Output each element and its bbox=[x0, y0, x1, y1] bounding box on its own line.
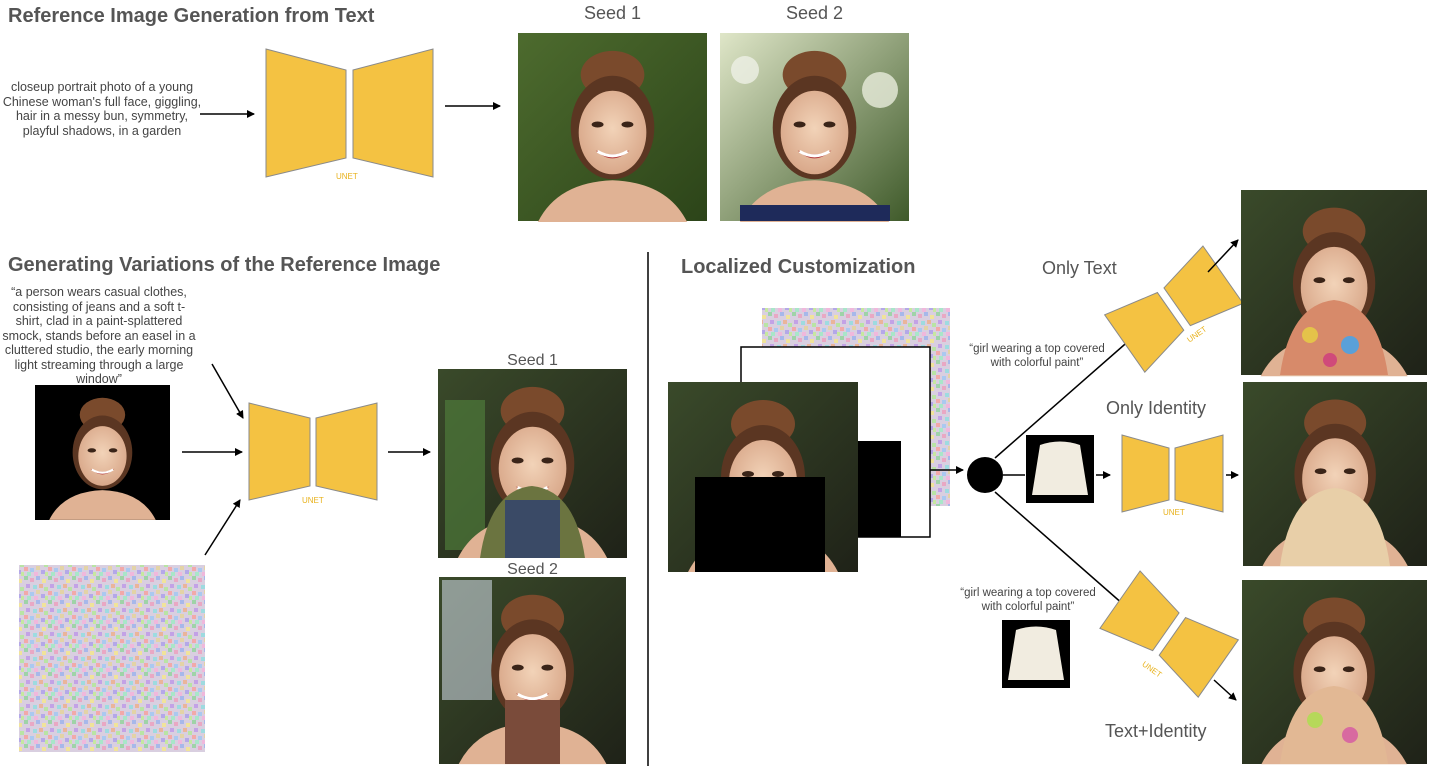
arrow-prompt-to-unet-var bbox=[211, 363, 244, 419]
output-only-text-image bbox=[1241, 190, 1427, 378]
top-seed2-label: Seed 2 bbox=[785, 3, 844, 23]
variations-seed1-label: Seed 1 bbox=[507, 352, 558, 369]
localized-section-title: Localized Customization bbox=[681, 256, 916, 278]
output-only-identity-image bbox=[1243, 382, 1427, 568]
unet-only-identity bbox=[1121, 434, 1224, 513]
variations-seed2-label: Seed 2 bbox=[507, 561, 558, 578]
variations-section-title: Generating Variations of the Reference I… bbox=[8, 254, 441, 276]
output-text-identity-image bbox=[1242, 580, 1427, 766]
garment-image-upper bbox=[1026, 435, 1094, 503]
localized-prompt-lower: “girl wearing a top covered with colorfu… bbox=[960, 587, 1096, 613]
variations-seed2-image bbox=[439, 577, 626, 766]
unet-variations bbox=[248, 402, 378, 501]
unet-variations-label: UNET bbox=[302, 496, 324, 505]
arrow-only-text-to-output bbox=[1207, 239, 1239, 273]
top-section-title: Reference Image Generation from Text bbox=[8, 5, 375, 27]
branch-label-text-identity: Text+Identity bbox=[1105, 721, 1207, 741]
variations-noise-image bbox=[19, 565, 205, 752]
branch-label-only-text: Only Text bbox=[1042, 258, 1117, 278]
localized-mask-block bbox=[858, 441, 901, 537]
arrow-junction-to-text-identity bbox=[994, 491, 1133, 613]
unet-top-label: UNET bbox=[336, 172, 358, 181]
localized-input-image bbox=[668, 382, 858, 574]
unet-only-text bbox=[1103, 245, 1244, 373]
garment-image-lower bbox=[1002, 620, 1070, 688]
arrow-junction-to-only-text bbox=[994, 337, 1133, 459]
unet-text-identity bbox=[1099, 570, 1240, 698]
branch-label-only-identity: Only Identity bbox=[1106, 398, 1207, 418]
variations-reference-image bbox=[35, 385, 170, 521]
unet-only-identity-label: UNET bbox=[1163, 508, 1185, 517]
top-prompt-text: closeup portrait photo of a young Chines… bbox=[2, 80, 202, 138]
arrow-noise-to-unet-var bbox=[204, 499, 241, 556]
localized-prompt-upper: “girl wearing a top covered with colorfu… bbox=[969, 343, 1105, 369]
variations-prompt-text: “a person wears casual clothes, consisti… bbox=[2, 285, 196, 386]
top-seed2-image bbox=[720, 33, 909, 224]
top-seed1-label: Seed 1 bbox=[583, 3, 642, 23]
junction-node bbox=[967, 457, 1003, 493]
variations-seed1-image bbox=[438, 369, 627, 560]
unet-top bbox=[265, 48, 434, 178]
arrow-text-identity-to-output bbox=[1213, 679, 1237, 701]
top-seed1-image bbox=[518, 33, 707, 224]
